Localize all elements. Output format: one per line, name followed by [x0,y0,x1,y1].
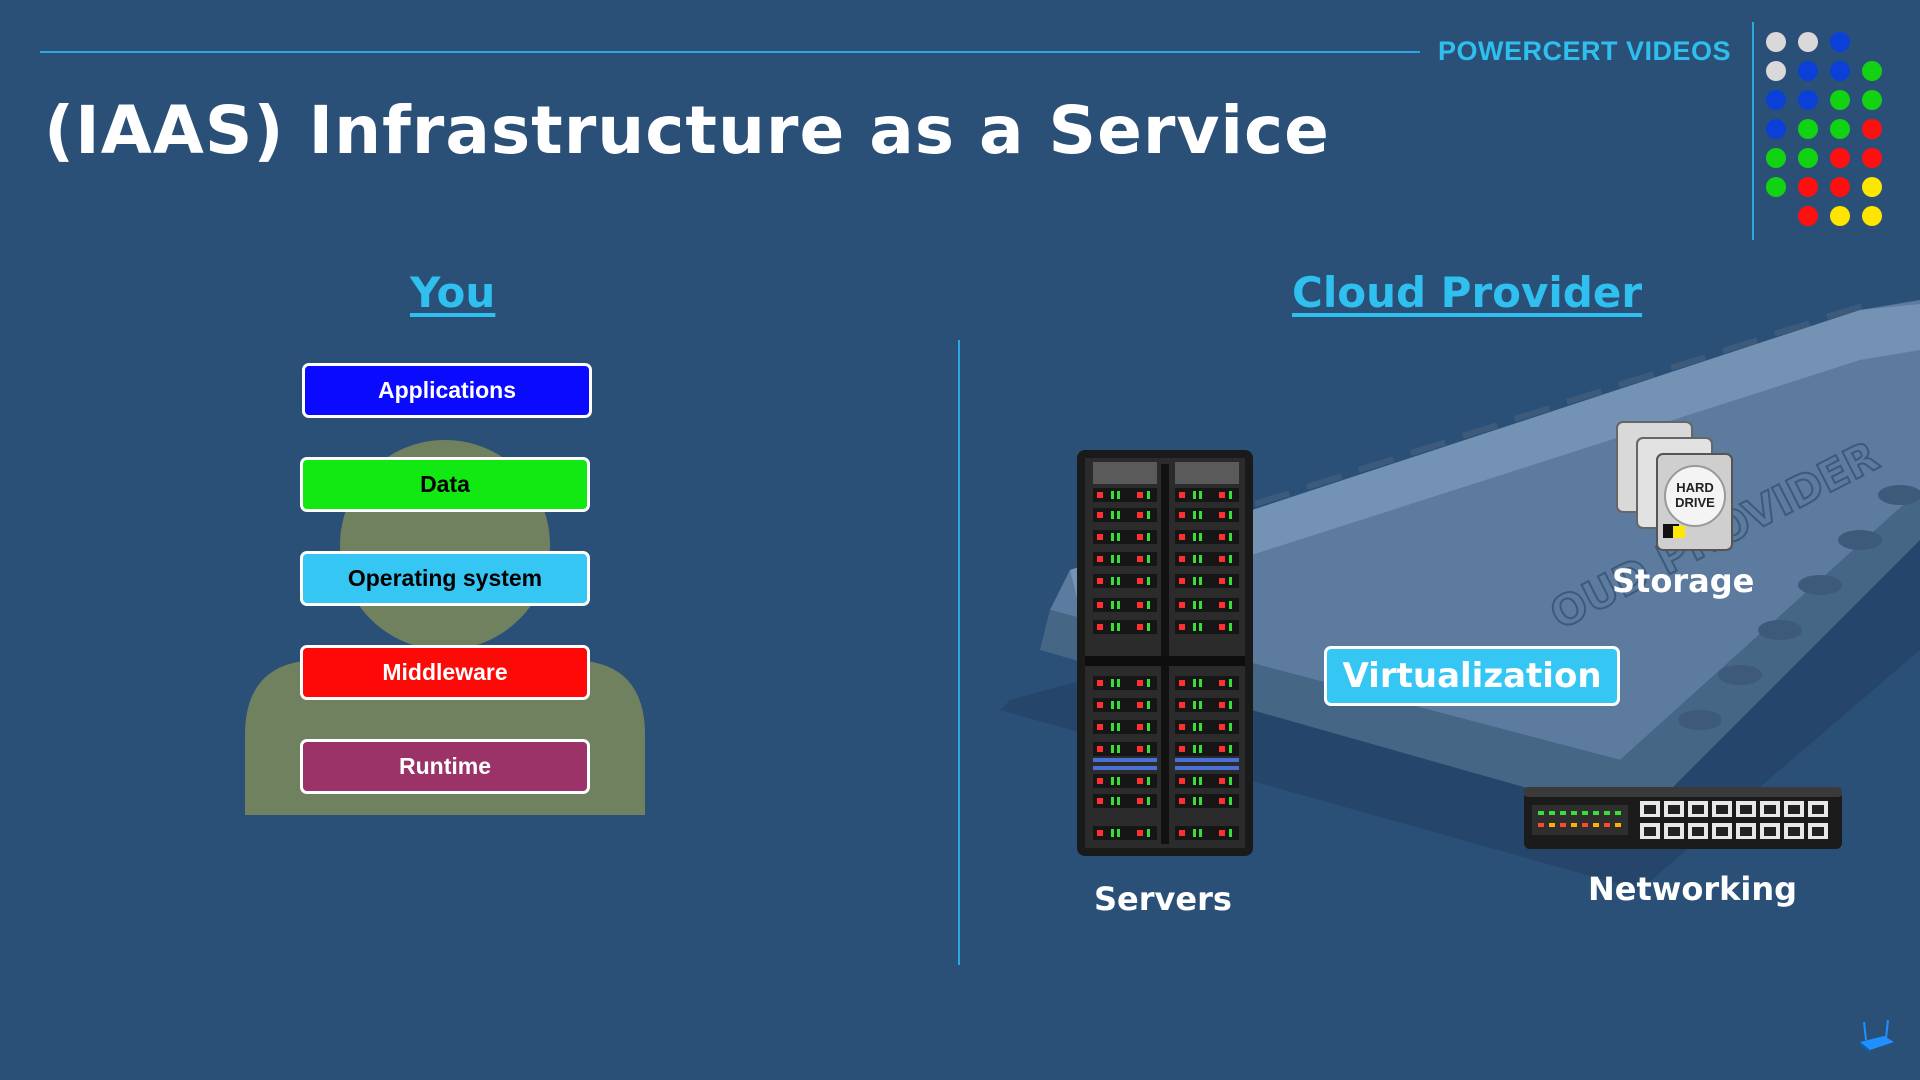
logo-dot [1766,119,1786,139]
logo-dot [1830,148,1850,168]
logo-dot [1830,206,1850,226]
router-icon [1860,1019,1894,1053]
logo-dot [1862,177,1882,197]
logo-dot [1862,61,1882,81]
layer-runtime: Runtime [300,739,590,794]
logo-dot [1862,119,1882,139]
network-switch-icon [1524,787,1842,849]
logo-dot [1830,119,1850,139]
logo-dot [1798,119,1818,139]
logo-dot [1830,90,1850,110]
virtualization-box: Virtualization [1324,646,1620,706]
logo-dot [1766,177,1786,197]
logo-dot [1798,177,1818,197]
logo-dot [1766,32,1786,52]
logo-dot [1862,148,1882,168]
logo-dot [1766,90,1786,110]
drive-label-line1: HARD [1676,480,1714,495]
storage-label: Storage [1612,562,1755,600]
logo-dot [1798,206,1818,226]
logo-dot [1830,177,1850,197]
column-divider [958,340,960,965]
logo-dot [1798,90,1818,110]
layer-applications: Applications [302,363,592,418]
logo-dot [1766,61,1786,81]
dot-grid-logo [1766,32,1882,226]
layer-data: Data [300,457,590,512]
page-title: (IAAS) Infrastructure as a Service [44,92,1330,169]
layer-middleware: Middleware [300,645,590,700]
hard-drive-icon: HARD DRIVE [1616,421,1733,551]
logo-dot [1862,90,1882,110]
logo-dot [1862,206,1882,226]
you-heading: You [410,268,496,317]
servers-label: Servers [1094,880,1232,918]
logo-dot [1830,61,1850,81]
logo-dot [1830,32,1850,52]
header-divider-line [40,51,1420,53]
logo-dot [1798,148,1818,168]
brand-divider-line [1752,22,1754,240]
cloud-provider-heading: Cloud Provider [1292,268,1643,317]
networking-label: Networking [1588,870,1798,908]
brand-logo-text: POWERCERT VIDEOS [1438,36,1732,66]
drive-label-line2: DRIVE [1675,495,1715,510]
layer-operating-system: Operating system [300,551,590,606]
logo-dot [1766,148,1786,168]
logo-dot [1798,32,1818,52]
logo-dot [1798,61,1818,81]
server-rack-icon [1077,450,1253,856]
